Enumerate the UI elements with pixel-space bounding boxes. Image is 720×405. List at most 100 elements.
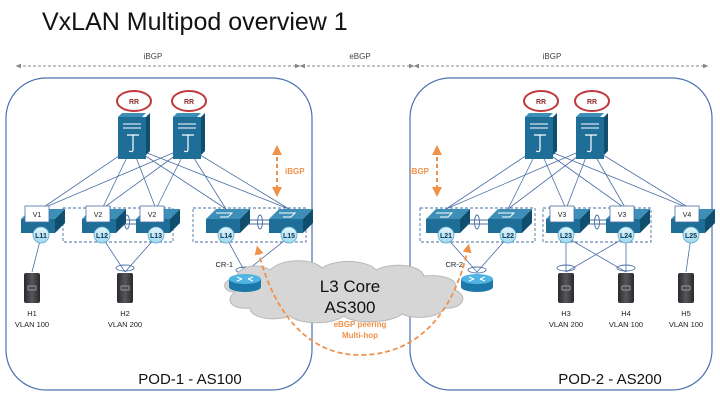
spine-top	[525, 113, 553, 117]
route-reflector-ring	[523, 90, 559, 112]
border-leaf-link	[225, 236, 246, 273]
vpc-label-box	[85, 205, 111, 223]
leaf-switch-l15[interactable]: L15	[269, 209, 313, 244]
spine-switch[interactable]: RR	[574, 90, 610, 159]
fabric-links	[31, 146, 692, 274]
vpc-label: V1	[33, 212, 42, 219]
spine-leaf-link	[445, 146, 540, 210]
router-base	[461, 282, 493, 292]
host-port-channel-ring	[556, 264, 576, 272]
leaf-side	[460, 209, 470, 233]
leaf-id-badge	[682, 226, 700, 244]
spine-side	[604, 113, 608, 155]
leaf-side	[55, 209, 65, 233]
leaf-switch-l21[interactable]: L21	[426, 209, 470, 244]
border-leaf-glyph-icon	[498, 212, 516, 218]
server-drive-icon	[561, 285, 571, 291]
route-reflector-ring	[171, 90, 207, 112]
spine-port-lines	[530, 123, 548, 129]
leaf-switch-l22[interactable]: L22	[488, 209, 532, 244]
core-label-line1: L3 Core	[320, 277, 380, 296]
page-title: VxLAN Multipod overview 1	[42, 8, 348, 36]
leaf-side	[303, 209, 313, 233]
spine-body	[118, 117, 146, 159]
ebgp-peering-label-line1: eBGP peering	[334, 320, 387, 329]
leaf-id-label: L14	[220, 233, 232, 240]
spine-switch[interactable]: RR	[171, 90, 207, 159]
core-router-cr-2[interactable]: CR-2	[445, 260, 493, 292]
leaf-id-label: L11	[35, 233, 47, 240]
core-router-cr-1[interactable]: CR-1	[215, 260, 261, 292]
leaf-id-label: L15	[283, 233, 295, 240]
leaf-top	[426, 209, 470, 219]
server-drive-icon	[681, 285, 691, 291]
spine-leaf-link	[186, 146, 290, 210]
route-reflector-label: RR	[536, 99, 546, 106]
server-icon	[618, 273, 634, 303]
leaf-id-badge	[437, 226, 455, 244]
spine-side	[553, 113, 557, 155]
leaf-switch-l14[interactable]: L14	[206, 209, 250, 244]
leaf-side	[240, 209, 250, 233]
host-vlan: VLAN 200	[108, 320, 142, 329]
vpc-label-box	[24, 205, 50, 223]
leaf-id-label: L24	[620, 233, 632, 240]
spine-switch[interactable]: RR	[523, 90, 559, 159]
server-icon	[558, 273, 574, 303]
route-reflector-label: RR	[587, 99, 597, 106]
port-channel-ring	[594, 214, 600, 230]
vpc-label: V3	[558, 212, 567, 219]
server-drive-icon	[120, 285, 130, 291]
spine-port-lines	[581, 123, 599, 129]
spine-leaf-link	[40, 146, 133, 210]
spine-leaf-link	[101, 146, 188, 210]
router-base	[229, 282, 261, 292]
spine-body	[576, 117, 604, 159]
router-label: CR-2	[445, 260, 463, 269]
server-drive-icon	[621, 285, 631, 291]
spine-body	[173, 117, 201, 159]
route-reflector-label: RR	[184, 99, 194, 106]
spine-switch[interactable]: RR	[116, 90, 152, 159]
router-arrows-icon	[468, 276, 486, 282]
spine-leaf-link	[589, 146, 692, 210]
host-port-channel-ring	[115, 264, 135, 272]
spine-top	[173, 113, 201, 117]
l3-core-cloud: L3 Core AS300	[224, 260, 464, 324]
spine-route-glyph-icon	[182, 134, 194, 153]
ibgp-label-pod1: iBGP	[285, 167, 305, 176]
spine-leaf-link	[40, 146, 188, 210]
leaf-id-badge	[147, 226, 165, 244]
spine-top	[576, 113, 604, 117]
core-label-line2: AS300	[324, 298, 375, 317]
border-leaf-glyph-icon	[436, 212, 454, 218]
leaf-side	[705, 209, 715, 233]
server-icon	[117, 273, 133, 303]
host-vlan: VLAN 100	[15, 320, 49, 329]
spine-route-glyph-icon	[585, 134, 597, 153]
vpc-label: V4	[683, 212, 692, 219]
bgp-scope-bar: iBGP eBGP iBGP	[15, 52, 709, 69]
leaf-id-badge	[499, 226, 517, 244]
host-port-channel-ring	[616, 264, 636, 272]
leaf-side	[580, 209, 590, 233]
border-leaf-glyph-icon	[279, 212, 297, 218]
router-label: CR-1	[215, 260, 233, 269]
spine-top	[118, 113, 146, 117]
spine-leaf-link	[538, 146, 627, 210]
router-top	[229, 274, 261, 284]
leaf-side	[116, 209, 126, 233]
